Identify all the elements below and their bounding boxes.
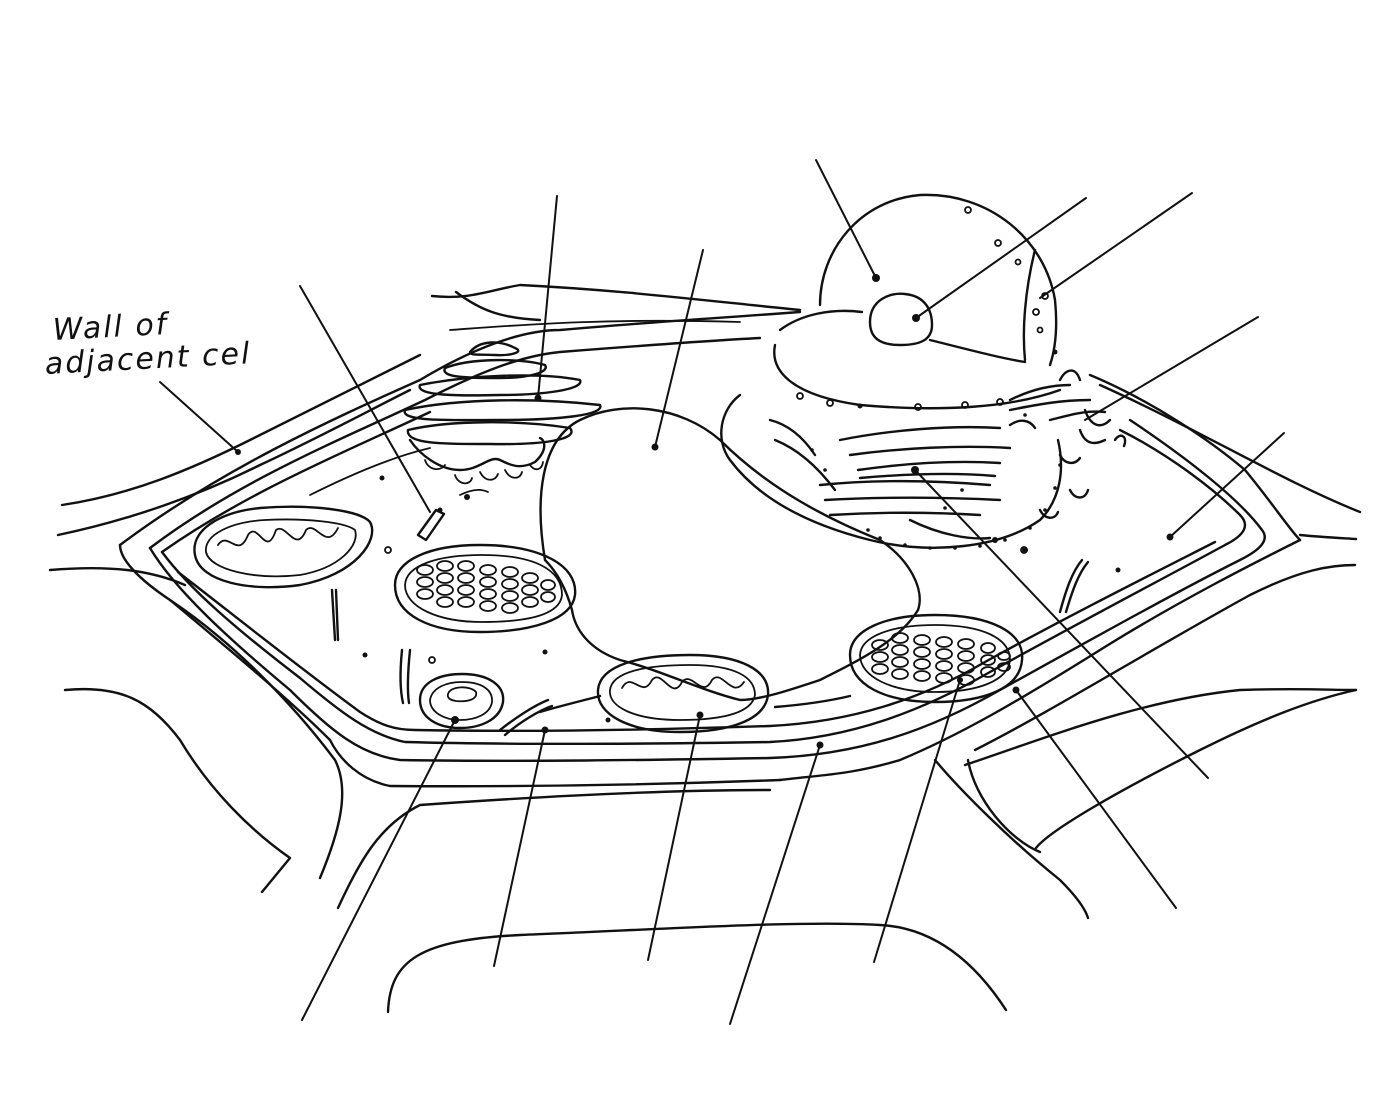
thylakoid-stacks-right (871, 632, 1011, 686)
adjacent-wall-right-inner (963, 687, 1358, 767)
nucleolus (868, 292, 934, 347)
leader-cell-wall-bottom-right (1015, 689, 1177, 909)
leader-mitochondrion (647, 714, 701, 961)
leader-plasma-membrane (729, 744, 821, 1025)
adjacent-wall-top-left-inner (56, 388, 412, 537)
chloroplast-right (848, 613, 1024, 704)
leader-peroxisome (301, 719, 456, 1021)
cell-wall-middle (148, 336, 762, 550)
leader-ribosome-right (1169, 432, 1285, 538)
thylakoid-stacks-left (416, 560, 556, 614)
nuclear-envelope-dome (818, 193, 1058, 367)
leader-vacuole (654, 249, 704, 448)
leader-rough-er (914, 469, 1209, 779)
peroxisome (418, 672, 505, 730)
cell-wall-outer (118, 310, 802, 547)
cell-wall-inner-top (309, 447, 431, 496)
nuclear-cut-plane-top (778, 309, 864, 332)
nuclear-cut-plane-right (928, 338, 1027, 364)
cell-wall-outer-right (1088, 373, 1302, 542)
leader-nucleolus (915, 197, 1087, 319)
leader-cytoplasm (493, 729, 546, 967)
leader-chloroplast (873, 679, 961, 963)
mitochondrion-left (193, 505, 374, 589)
golgi-apparatus (379, 341, 602, 513)
adjacent-wall-left-cell-2 (168, 598, 344, 880)
adjacent-wall-right-lower (1034, 688, 1358, 850)
cell-wall-inner-top-2 (449, 319, 741, 331)
adjacent-cell-bottom (386, 922, 1008, 1014)
leader-golgi-right (1084, 316, 1259, 421)
adjacent-wall-bottom-left (336, 788, 772, 910)
cell-wall-middle-bottom (148, 418, 1266, 763)
adjacent-cell-walls (48, 283, 1362, 1014)
nuclear-envelope-dome-inner (1022, 248, 1037, 362)
central-vacuole (539, 407, 921, 702)
adjacent-wall-right-bottom (933, 758, 1090, 920)
adjacent-wall-top-middle-2 (454, 290, 542, 322)
cell-wall-outer-bottom-right (778, 538, 1302, 782)
ribosomes (235, 443, 1174, 749)
leader-wall-of-adjacent-cell (159, 381, 239, 453)
cell-wall (118, 310, 1302, 788)
rough-endoplasmic-reticulum (720, 369, 1127, 553)
adjacent-wall-top-middle (430, 283, 802, 312)
adjacent-wall-right-lower-2 (966, 758, 1042, 854)
cell-wall-inner-bottom (160, 428, 1247, 746)
mitochondrion-bottom (596, 653, 770, 734)
cytoskeleton-filaments (330, 508, 1090, 737)
nucleus (773, 193, 1062, 411)
adjacent-wall-right-top-2 (1298, 533, 1358, 541)
plasma-membrane (176, 540, 1217, 732)
leader-lines (159, 159, 1285, 1025)
leader-nuclear-envelope (1039, 192, 1193, 299)
leader-nucleoplasm (815, 159, 877, 279)
chloroplast-left (393, 543, 577, 634)
leader-golgi (537, 195, 558, 399)
nuclear-envelope-lower (773, 343, 1062, 410)
cell-wall-inner (160, 410, 432, 554)
leader-top-left (299, 285, 431, 513)
cell-wall-outer-bottom (118, 543, 782, 788)
adjacent-wall-top-left (60, 353, 422, 507)
adjacent-wall-left-cell (63, 687, 292, 894)
adjacent-wall-right-top (1098, 383, 1362, 514)
